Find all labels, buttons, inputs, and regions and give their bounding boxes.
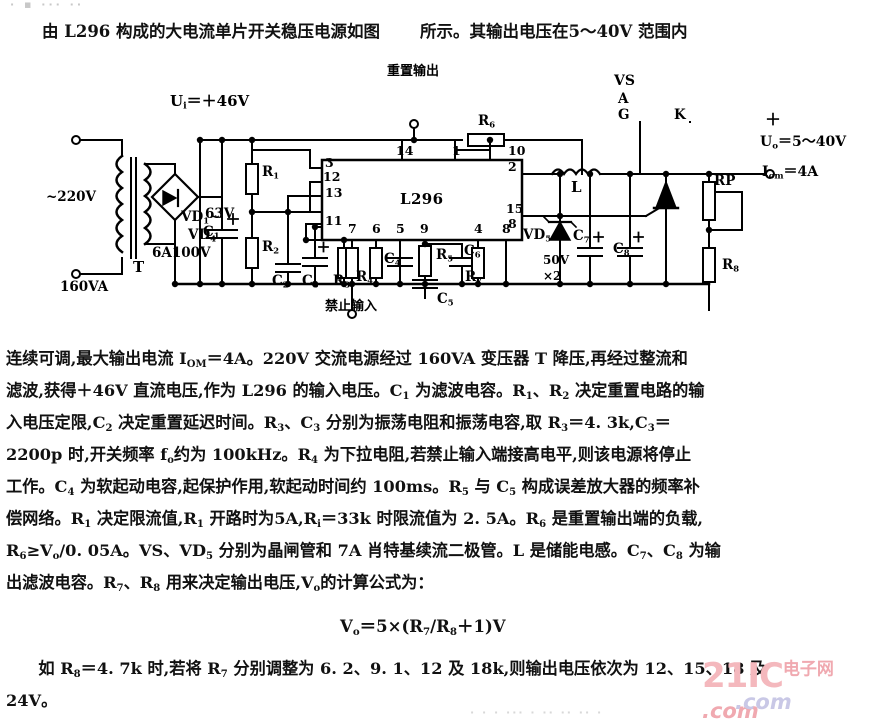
label-bridge-rating: 6A100V [152,245,211,261]
pin-3: 3 [325,155,334,170]
label-c1: C1 [203,224,220,241]
label-c1-voltage: 63V [205,206,235,222]
pin-9: 9 [420,221,429,236]
intro-line-part-b: 所示。其输出电压在5～40V 范围内 [420,22,688,41]
pin-4: 4 [474,221,483,236]
label-output-plus: ＋ [765,110,782,129]
watermark-brand: 21IC [702,656,784,696]
body-line-4: 2200p 时,开关频率 fo约为 100kHz。R4 为下拉电阻,若禁止输入端… [6,445,692,466]
pin-15: 15 [506,201,524,216]
final-line-2: 24V。 [6,691,58,710]
label-r8: R8 [722,257,740,274]
label-r3: R3 [333,273,351,290]
label-c4: C4 [384,251,401,268]
pin-5: 5 [396,221,405,236]
label-transformer: T [133,258,145,276]
label-r2: R2 [262,239,280,256]
body-line-8: 出滤波电容。R7、R8 用来决定输出电压,Vo的计算公式为： [6,573,434,594]
pin-13: 13 [325,185,343,200]
pin-8-bottom: 8 [502,221,511,236]
pin-1: 1 [452,143,461,158]
label-inhibit-input: 禁止输入 [325,299,378,314]
label-r7: R7 [465,269,483,286]
label-bridge-diodes-2: VD4 [188,227,217,244]
label-output-current: Iom＝4A [762,164,819,182]
label-r1: R1 [262,164,280,181]
site-watermark: 21IC电子网 .com [702,659,834,724]
site-watermark-shadow: .com [735,690,792,714]
label-r6: R6 [478,113,496,130]
label-vin: Ui＝＋46V [170,92,250,112]
label-transformer-va: 160VA [60,279,109,295]
label-c6: C6 [464,243,481,260]
label-r4: R4 [356,269,374,286]
body-line-2: 滤波,获得＋46V 直流电压,作为 L296 的输入电压。C1 为滤波电容。R1… [6,381,705,402]
circuit-schematic: ~220V T 160VA VD1~ VD4 6A100V 63V C1 Ui＝… [0,52,883,330]
label-thyristor-cathode: K [674,107,686,123]
schematic-svg [71,119,775,319]
pin-14: 14 [396,143,414,158]
intro-line-part-a: 由 L296 构成的大电流单片开关稳压电源如图 [42,22,381,41]
label-output-voltage: Uo＝5～40V [760,134,847,152]
ic-name-label: L296 [400,190,444,208]
pin-6: 6 [372,221,381,236]
watermark-cn: 电子网 [782,659,834,680]
body-line-3: 入电压定限,C2 决定重置延迟时间。R3、C3 分别为振荡电阻和振荡电容,取 R… [6,413,671,434]
label-ac-input: ~220V [46,189,96,205]
pin-12: 12 [323,169,341,184]
label-vd5: VD5 [523,227,552,244]
label-reset-output: 重置输出 [387,64,440,79]
output-voltage-formula: Vo＝5×(R7/R8＋1)V [340,617,506,638]
label-c7: C7 [573,228,590,245]
top-faint-artifact: · ▪ ··· ·· [10,0,85,11]
label-c78-voltage: 50V [543,253,570,267]
pin-11: 11 [325,213,343,228]
body-line-7: R6≥Vo/0. 05A。VS、VD5 分别为晶闸管和 7A 肖特基续流二极管。… [6,541,721,562]
label-c5: C5 [437,291,454,308]
watermark-domain: .com [702,699,759,724]
label-c8: C8 [613,241,630,258]
pin-2: 2 [508,159,517,174]
bottom-faint-artifact: · · · ··· · ·· ·· ·· · [470,706,604,719]
pin-8-right: 8 [508,216,517,231]
label-rp: RP [714,173,736,189]
label-inductor: L [571,178,582,196]
label-thyristor-gate: G [618,107,630,123]
label-c78-multiplier: ×2 [543,269,562,283]
label-r5: R5 [436,247,454,264]
body-line-1: 连续可调,最大输出电流 IOM＝4A。220V 交流电源经过 160VA 变压器… [6,349,688,370]
label-c2: C2 [272,273,289,290]
label-thyristor: VS [614,73,635,89]
label-c3: C3 [302,273,319,290]
final-line-1: 如 R8＝4. 7k 时,若将 R7 分别调整为 6. 2、9. 1、12 及 … [6,659,767,680]
body-line-5: 工作。C4 为软起动电容,起保护作用,软起动时间约 100ms。R5 与 C5 … [6,477,700,498]
pin-10: 10 [508,143,526,158]
pin-7: 7 [348,221,357,236]
label-bridge-diodes: VD1~ [181,209,221,226]
body-line-6: 偿网络。R1 决定限流值,R1 开路时为5A,Ri＝33k 时限流值为 2. 5… [6,509,704,530]
label-thyristor-anode: A [618,91,629,107]
